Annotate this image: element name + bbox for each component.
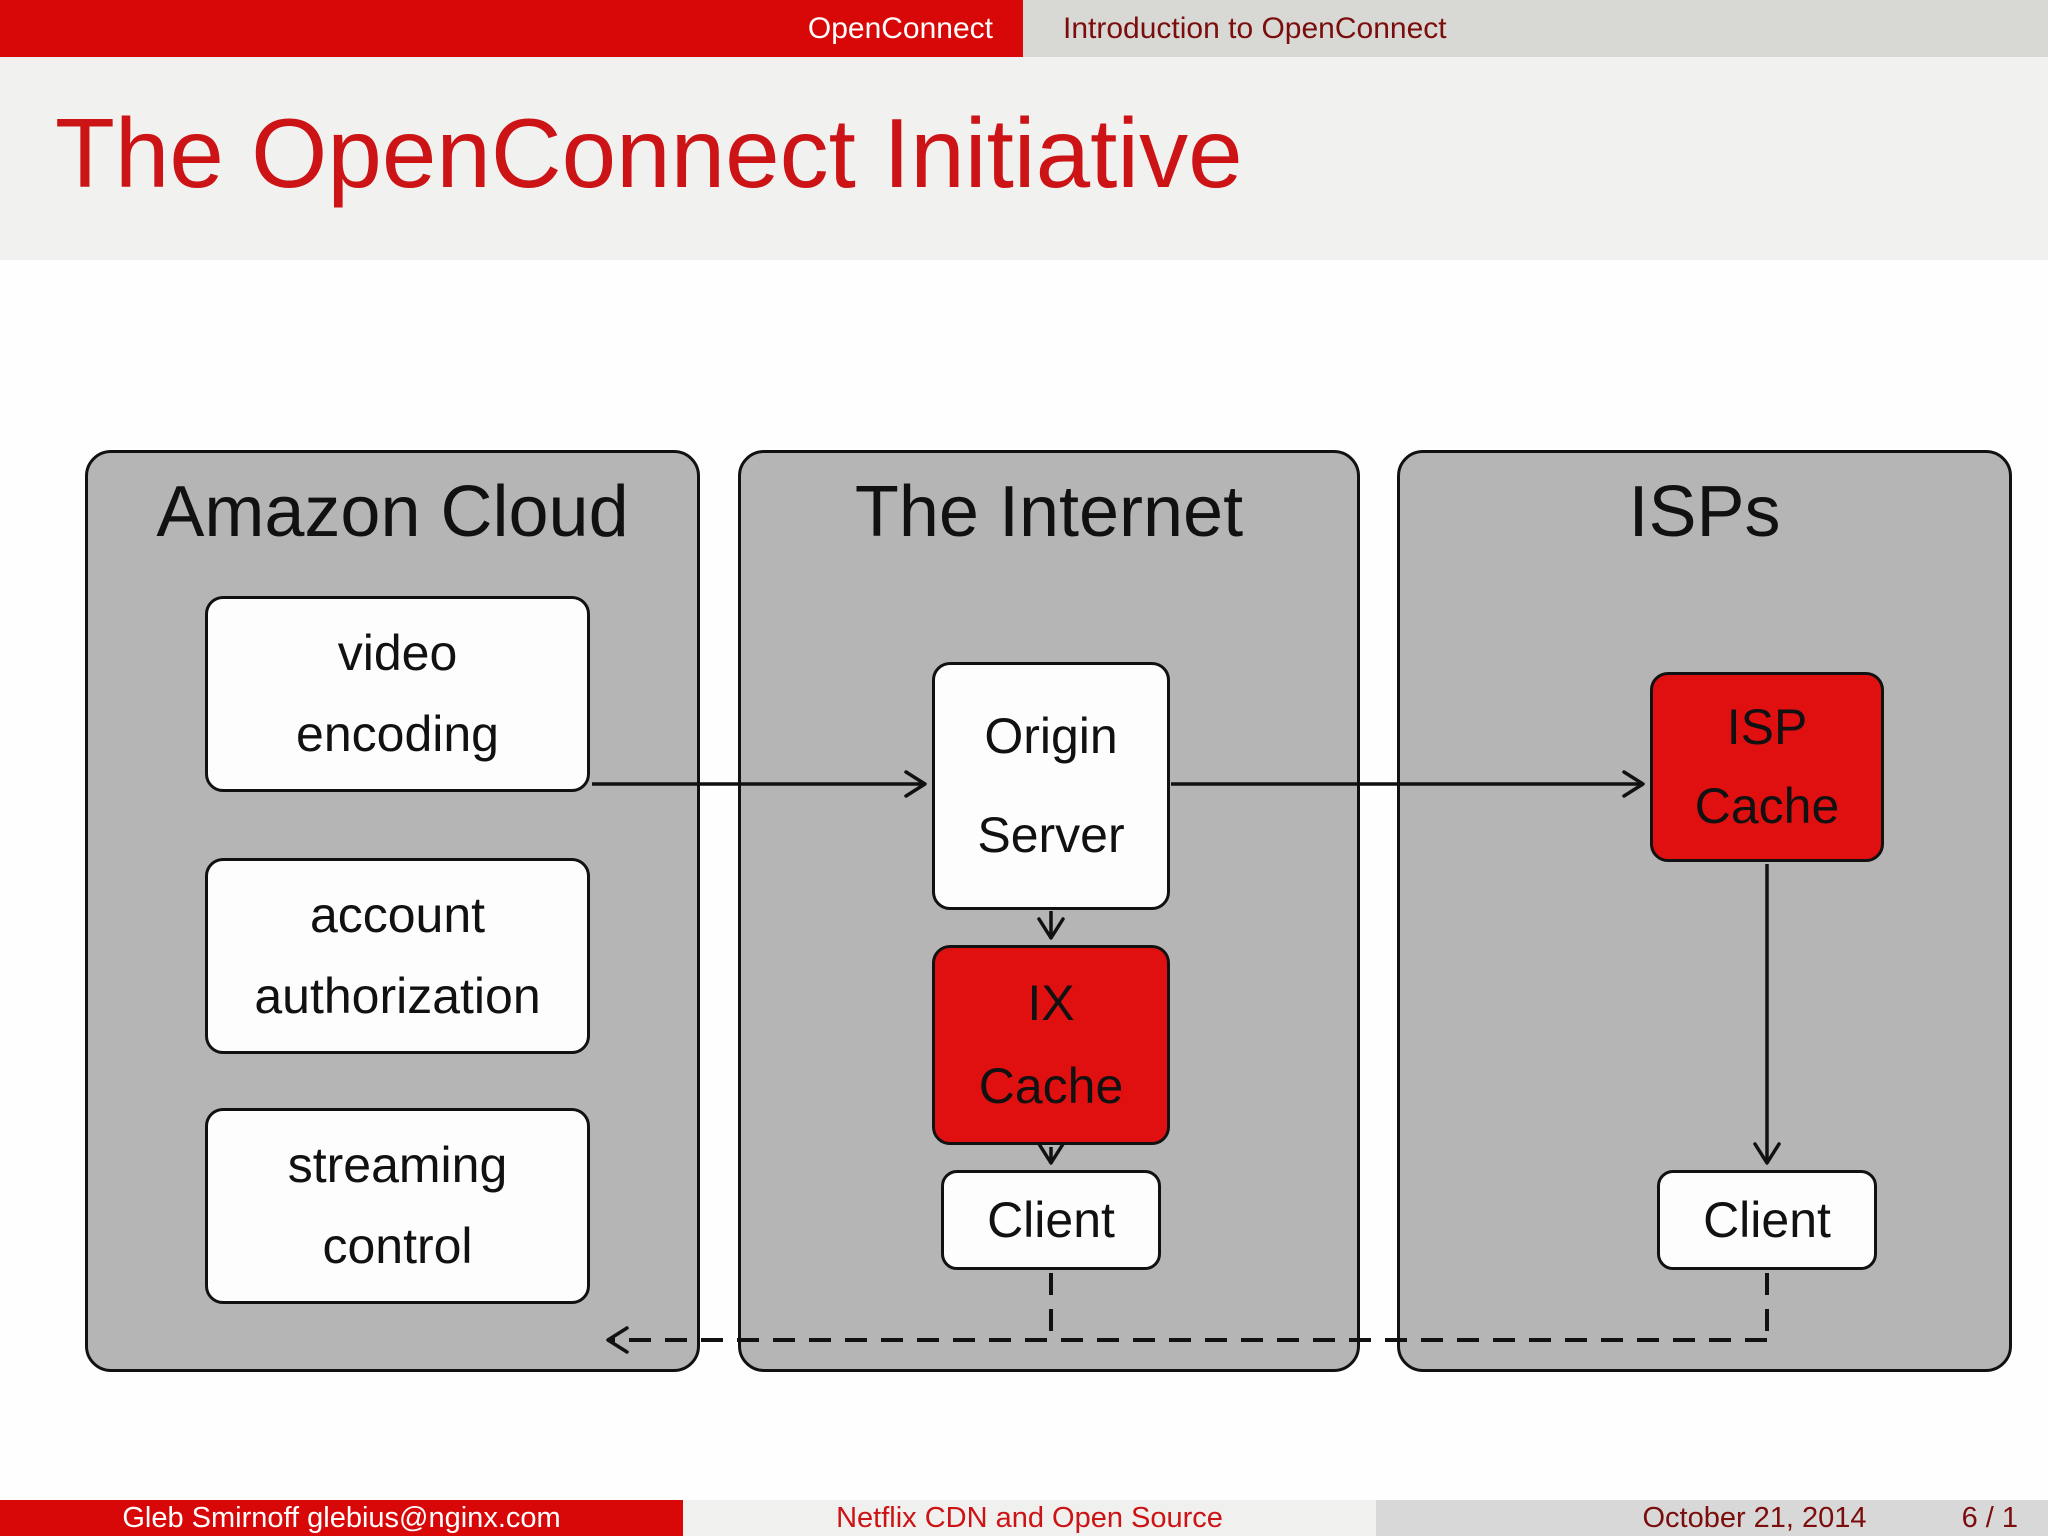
node-client-internet: Client <box>941 1170 1161 1270</box>
node-isp-cache: ISP Cache <box>1650 672 1884 862</box>
top-navigation-bar: OpenConnect Introduction to OpenConnect <box>0 0 2048 57</box>
footer-date-text: October 21, 2014 <box>1642 1501 1867 1534</box>
node-account-authorization: account authorization <box>205 858 590 1054</box>
node-client-isp: Client <box>1657 1170 1877 1270</box>
node-label-line: IX <box>1027 975 1075 1031</box>
nav-subsection-current: Introduction to OpenConnect <box>1023 0 2048 57</box>
footer-title-section: Netflix CDN and Open Source <box>683 1500 1376 1536</box>
node-label-line: Cache <box>978 1058 1124 1114</box>
panel-the-internet-title: The Internet <box>854 472 1244 552</box>
node-label-line: control <box>322 1218 473 1275</box>
footer-author-text: Gleb Smirnoff glebius@nginx.com <box>122 1501 561 1534</box>
node-label-line: Server <box>977 807 1125 863</box>
frame-title: The OpenConnect Initiative <box>55 98 1243 208</box>
node-label-line: video <box>337 624 458 681</box>
frame-title-band: The OpenConnect Initiative <box>0 57 2048 260</box>
node-label-line: encoding <box>296 706 499 763</box>
node-label-line: Client <box>1703 1191 1831 1248</box>
node-label-line: Client <box>987 1191 1115 1248</box>
node-label-line: streaming <box>287 1136 508 1193</box>
footer-title-text: Netflix CDN and Open Source <box>836 1501 1223 1534</box>
nav-section-current: OpenConnect <box>0 0 1023 57</box>
footer-bar: Gleb Smirnoff glebius@nginx.com Netflix … <box>0 1500 2048 1536</box>
node-label-line: account <box>309 886 486 943</box>
node-ix-cache: IX Cache <box>932 945 1170 1145</box>
node-label-line: authorization <box>254 968 541 1025</box>
node-origin-server: Origin Server <box>932 662 1170 910</box>
nav-section-label: OpenConnect <box>807 11 993 45</box>
footer-date-section: October 21, 2014 6 / 1 <box>1376 1500 2048 1536</box>
node-label-line: Origin <box>984 708 1118 764</box>
nav-subsection-label: Introduction to OpenConnect <box>1063 11 1447 45</box>
node-streaming-control: streaming control <box>205 1108 590 1304</box>
footer-author-section: Gleb Smirnoff glebius@nginx.com <box>0 1500 683 1536</box>
node-video-encoding: video encoding <box>205 596 590 792</box>
panel-amazon-cloud-title: Amazon Cloud <box>156 472 629 552</box>
node-label-line: Cache <box>1694 778 1840 835</box>
panel-isps-title: ISPs <box>1628 472 1781 552</box>
footer-page-number: 6 / 1 <box>1961 1501 2018 1534</box>
node-label-line: ISP <box>1726 698 1808 755</box>
